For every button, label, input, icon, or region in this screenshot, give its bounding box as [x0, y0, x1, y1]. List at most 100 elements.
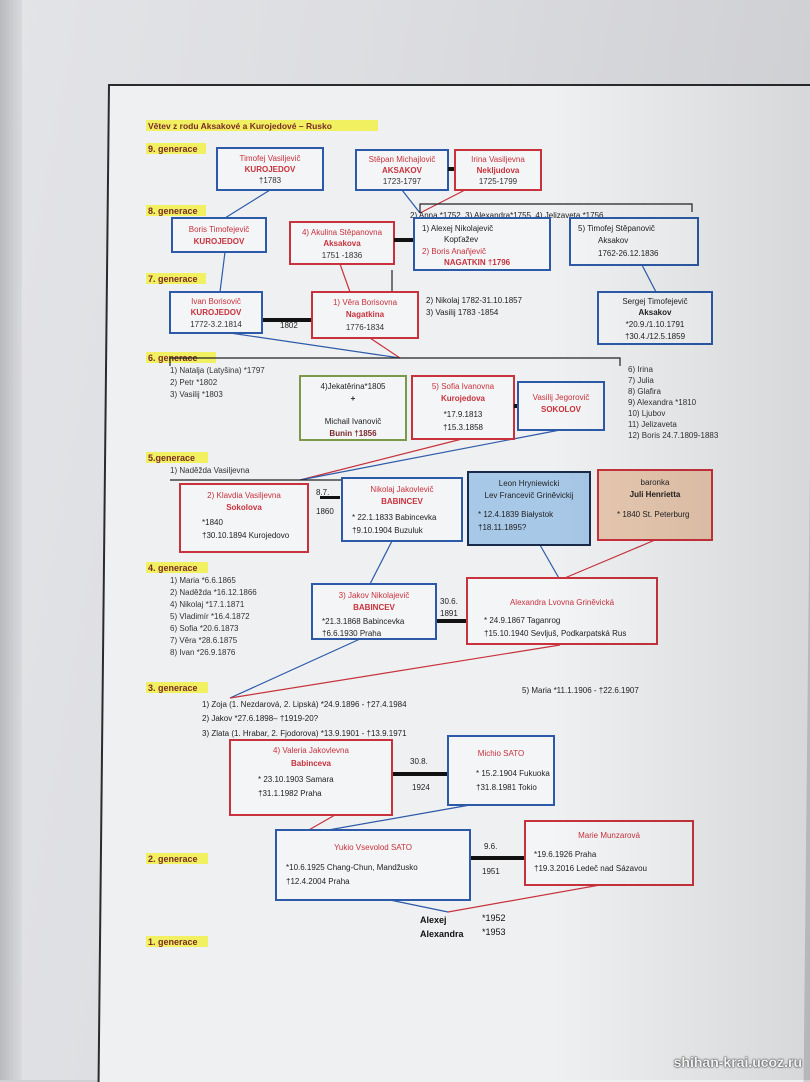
person-box-timofej-aksakov: 5) Timofej Stěpanovič Aksakov 1762-26.12…	[569, 217, 699, 266]
person-box-kurojedov-ivan: Ivan Borisovič KUROJEDOV 1772-3.2.1814	[169, 291, 263, 334]
spouse-line-2: Kopťažev	[444, 235, 478, 244]
person-dates: 1776-1834	[346, 323, 385, 332]
gen-8-label: 8. generace	[148, 206, 198, 216]
person-death: †9.10.1904 Buzuluk	[352, 526, 424, 535]
plus-sign: +	[351, 394, 356, 403]
list-item: 7) Julia	[628, 376, 654, 385]
person-dates: 1762-26.12.1836	[598, 249, 659, 258]
list-item: 9) Alexandra *1810	[628, 398, 697, 407]
person-name: 4) Akulina Stěpanovna	[302, 228, 383, 237]
person-surname: Nagatkina	[346, 310, 385, 319]
person-name: 5) Sofia Ivanovna	[432, 382, 495, 391]
marriage-gen2-year: 1951	[482, 867, 500, 876]
person-name: 3) Jakov Nikolajevič	[339, 591, 410, 600]
person-name: 4)Jekatěrina*1805	[321, 382, 386, 391]
list-item: 5) Vladimír *16.4.1872	[170, 612, 250, 621]
child-birth: *1952	[482, 913, 506, 923]
person-surname: KUROJEDOV	[194, 237, 245, 246]
person-birth: * 24.9.1867 Taganrog	[484, 616, 560, 625]
person-name: Sergej Timofejevič	[622, 297, 687, 306]
person-surname: Sokolova	[226, 503, 262, 512]
gen-9-label: 9. generace	[148, 144, 198, 154]
person-name: Leon Hryniewicki	[499, 479, 560, 488]
person-dates: 1723-1797	[383, 177, 422, 186]
person-surname: Aksakov	[598, 236, 628, 245]
person-death: †19.3.2016 Ledeč nad Sázavou	[534, 864, 647, 873]
marriage-gen7-year: 1802	[280, 321, 298, 330]
spouse-line-3: 2) Boris Anaňjevič	[422, 247, 486, 256]
person-box-koptjazev-nagatkin: 1) Alexej Nikolajevič Kopťažev 2) Boris …	[413, 217, 551, 271]
generation-labels: 9. generace 8. generace 7. generace 6. g…	[146, 143, 216, 947]
person-name: 1) Věra Borisovna	[333, 298, 398, 307]
person-box-nekljudova-irina: Irina Vasiljevna Nekljudova 1725-1799	[454, 149, 542, 191]
spouse-line-4: NAGATKIN †1796	[444, 258, 511, 267]
child-maria-gen3: 5) Maria *11.1.1906 - †22.6.1907	[522, 686, 639, 695]
person-birth: * 12.4.1839 Białystok	[478, 510, 554, 519]
person-name: Yukio Vsevolod SATO	[334, 843, 412, 852]
person-box-aksakov-stepan: Stěpan Michajlovič AKSAKOV 1723-1797	[355, 149, 449, 191]
person-box-kurojedov-boris: Boris Timofejevič KUROJEDOV	[171, 217, 267, 253]
child-name: Alexej	[420, 915, 447, 925]
watermark: shihan-krai.ucoz.ru	[673, 1054, 802, 1070]
person-birth: *10.6.1925 Chang-Chun, Mandžusko	[286, 863, 418, 872]
person-surname: KUROJEDOV	[191, 308, 242, 317]
marriage-gen3-year: 1924	[412, 783, 430, 792]
person-death: †30.10.1894 Kurojedovo	[202, 531, 290, 540]
connector-lines	[169, 189, 693, 913]
list-item: 8) Ivan *26.9.1876	[170, 648, 236, 657]
children-gen7-item-2: 3) Vasilij 1783 -1854	[426, 308, 499, 317]
person-box-babinceva-valeria: 4) Valeria Jakovlevna Babinceva * 23.10.…	[229, 739, 393, 816]
person-box-jekaterina-bunin: 4)Jekatěrina*1805 + Michail Ivanovič Bun…	[299, 375, 407, 441]
list-item: 2) Jakov *27.6.1898– †1919-20?	[202, 714, 319, 723]
person-name: Alexandra Lvovna Griněvická	[510, 598, 615, 607]
person-surname: AKSAKOV	[382, 166, 423, 175]
child-name: Alexandra	[420, 929, 465, 939]
book-spine	[0, 0, 22, 1080]
person-name: Irina Vasiljevna	[471, 155, 525, 164]
person-surname: Nekljudova	[477, 166, 520, 175]
person-dates: †1783	[259, 176, 282, 185]
person-box-aksakova-akulina: 4) Akulina Stěpanovna Aksakova 1751 -183…	[289, 221, 395, 265]
spouse-line-1: 1) Alexej Nikolajevič	[422, 224, 493, 233]
marriage-gen4-year: 1891	[440, 609, 458, 618]
person-box-sokolov-vasilij: Vasilij Jegorovič SOKOLOV	[517, 381, 605, 431]
list-item: 7) Věra *28.6.1875	[170, 636, 238, 645]
person-death: †30.4./12.5.1859	[625, 332, 686, 341]
list-item: 6) Sofia *20.6.1873	[170, 624, 239, 633]
marriage-gen5-year: 1860	[316, 507, 334, 516]
list-item: 3) Vasilij *1803	[170, 390, 223, 399]
list-item: 11) Jelizaveta	[628, 420, 677, 429]
list-item: 4) Nikolaj *17.1.1871	[170, 600, 245, 609]
person-dates: 1751 -1836	[322, 251, 363, 260]
person-birth: * 1840 St. Peterburg	[617, 510, 690, 519]
person-death: †31.8.1981 Tokio	[476, 783, 537, 792]
person-surname: SOKOLOV	[541, 405, 582, 414]
marriage-gen5-date: 8.7.	[316, 488, 329, 497]
list-item: 10) Ljubov	[628, 409, 665, 418]
person-surname: Aksakova	[323, 239, 361, 248]
children-gen6-right: 6) Irina 7) Julia 8) Glafira 9) Alexandr…	[628, 365, 719, 440]
list-item: 1) Maria *6.6.1865	[170, 576, 236, 585]
gen-3-label: 3. generace	[148, 683, 198, 693]
list-item: 2) Petr *1802	[170, 378, 218, 387]
list-item: 1) Natalja (Latyšina) *1797	[170, 366, 265, 375]
person-birth: * 23.10.1903 Samara	[258, 775, 334, 784]
person-death: †6.6.1930 Praha	[322, 629, 382, 638]
list-item: 12) Boris 24.7.1809-1883	[628, 431, 719, 440]
marriage-gen2-date: 9.6.	[484, 842, 497, 851]
children-gen1: Alexej Alexandra *1952 *1953	[420, 913, 506, 939]
person-dates: 1772-3.2.1814	[190, 320, 242, 329]
person-box-babincev-jakov: 3) Jakov Nikolajevič BABINCEV *21.3.1868…	[311, 583, 437, 640]
person-birth: *21.3.1868 Babincevka	[322, 617, 405, 626]
person-box-munzarova-marie: Marie Munzarová *19.6.1926 Praha †19.3.2…	[524, 820, 694, 886]
person-name: 2) Klavdia Vasiljevna	[207, 491, 281, 500]
person-box-kurojedova-sofia: 5) Sofia Ivanovna Kurojedova *17.9.1813 …	[411, 375, 515, 440]
marriage-bars	[262, 318, 525, 860]
gen-7-label: 7. generace	[148, 274, 198, 284]
person-box-sergej-aksakov: Sergej Timofejevič Aksakov *20.9./1.10.1…	[597, 291, 713, 345]
person-box-sato-michio: Michio SATO * 15.2.1904 Fukuoka †31.8.19…	[447, 735, 555, 806]
children-gen3-list: 1) Zoja (1. Nezdarová, 2. Lipská) *24.9.…	[202, 700, 407, 738]
gen-5-label: 5.generace	[148, 453, 195, 463]
person-death: †31.1.1982 Praha	[258, 789, 322, 798]
person-death: †12.4.2004 Praha	[286, 877, 350, 886]
